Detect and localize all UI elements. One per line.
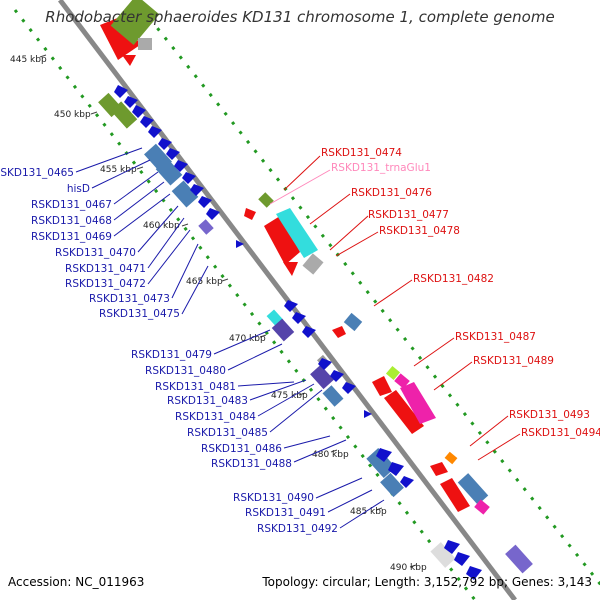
gene-label: RSKD131_0493 — [509, 409, 590, 421]
gene-label: RSKD131_0476 — [351, 187, 432, 199]
gene-label: RSKD131_0472 — [65, 278, 146, 290]
map-title: Rhodobacter sphaeroides KD131 chromosome… — [45, 8, 555, 26]
gene-label: RSKD131_0469 — [31, 231, 112, 243]
left-leaders — [75, 147, 385, 529]
gene-label: RSKD131_0484 — [175, 411, 256, 423]
tick-label: 480 kbp — [312, 450, 349, 460]
gene-label: RSKD131_0485 — [187, 427, 268, 439]
gene-label: RSKD131_0475 — [99, 308, 180, 320]
tick-label: 460 kbp — [143, 221, 180, 231]
gene-label: RSKD131_0477 — [368, 209, 449, 221]
tick-label: 455 kbp — [100, 165, 137, 175]
gene-label: RSKD131_0481 — [155, 381, 236, 393]
gene-label: RSKD131_0468 — [31, 215, 112, 227]
feature-blocks-right — [100, 0, 533, 574]
gene-label: RSKD131_0480 — [145, 365, 226, 377]
gene-label: RSKD131_0474 — [321, 147, 402, 159]
gene-label: RSKD131_0473 — [89, 293, 170, 305]
right-leaders — [269, 155, 521, 461]
tick-label: 445 kbp — [10, 55, 47, 65]
tick-marks — [39, 54, 417, 568]
gene-label: RSKD131_0488 — [211, 458, 292, 470]
summary-text: Topology: circular; Length: 3,152,792 bp… — [262, 575, 592, 589]
accession-text: Accession: NC_011963 — [8, 575, 145, 589]
gene-label: RSKD131_0491 — [245, 507, 326, 519]
gene-label: RSKD131_0489 — [473, 355, 554, 367]
tick-label: 470 kbp — [229, 334, 266, 344]
gene-label: RSKD131_0492 — [257, 523, 338, 535]
feature-blocks-left — [98, 92, 456, 568]
gene-label: RSKD131_0479 — [131, 349, 212, 361]
forward-arrows — [114, 85, 482, 580]
inner-dotted-ring — [13, 9, 477, 600]
gene-label: RSKD131_trnaGlu1 — [331, 162, 431, 174]
tick-label: 450 kbp — [54, 110, 91, 120]
gene-label: RSKD131_0478 — [379, 225, 460, 237]
gene-label: RSKD131_0470 — [55, 247, 136, 259]
gene-label: RSKD131_0467 — [31, 199, 112, 211]
gene-label: RSKD131_0486 — [201, 443, 282, 455]
tick-labels: 445 kbp 450 kbp 455 kbp 460 kbp 465 kbp … — [10, 55, 427, 573]
tick-label: 485 kbp — [350, 507, 387, 517]
gene-label: RSKD131_0465 — [0, 167, 74, 179]
gene-label: RSKD131_0471 — [65, 263, 146, 275]
tick-label: 490 kbp — [390, 563, 427, 573]
gene-label: RSKD131_0487 — [455, 331, 536, 343]
gene-label: hisD — [67, 183, 90, 195]
tick-label: 465 kbp — [186, 277, 223, 287]
tick-label: 475 kbp — [271, 391, 308, 401]
gene-label: RSKD131_0482 — [413, 273, 494, 285]
gene-label: RSKD131_0490 — [233, 492, 314, 504]
outer-dotted-ring — [133, 0, 600, 587]
left-gene-labels: RSKD131_0465 hisD RSKD131_0467 RSKD131_0… — [0, 167, 338, 535]
right-gene-labels: RSKD131_0474 RSKD131_trnaGlu1 RSKD131_04… — [321, 147, 600, 439]
gene-label: RSKD131_0483 — [167, 395, 248, 407]
gene-label: RSKD131_0494 — [521, 427, 600, 439]
